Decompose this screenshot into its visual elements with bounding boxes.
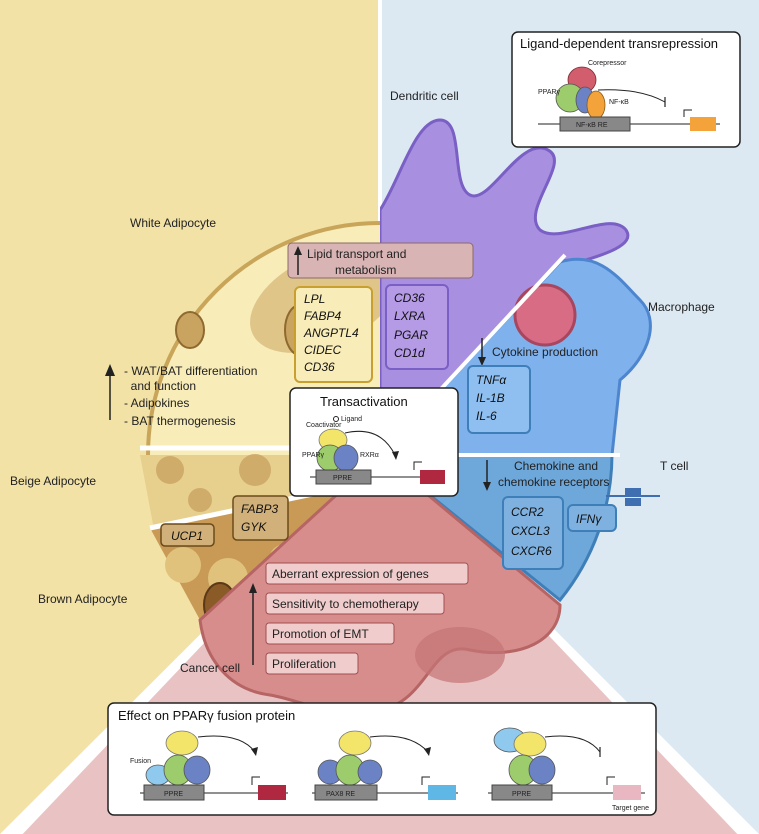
- cancer-effect: Aberrant expression of genes: [272, 567, 429, 581]
- rxr-label: RXRα: [360, 452, 379, 459]
- ligand-label: Ligand: [341, 416, 362, 423]
- gene: CXCL3: [511, 524, 550, 538]
- chemokine-receptors: Chemokine and chemokine receptors CCR2 C…: [483, 459, 617, 570]
- nfkb-re-label: NF-κB RE: [576, 122, 608, 129]
- gene: UCP1: [171, 529, 203, 543]
- gene: CD36: [304, 360, 335, 374]
- lipid-transport-box: Lipid transport and metabolism: [287, 242, 474, 279]
- macrophage-label: Macrophage: [648, 300, 715, 314]
- brown-genes: FABP3 GYK: [232, 495, 289, 541]
- gene: PGAR: [394, 328, 428, 342]
- gene: CIDEC: [304, 343, 342, 357]
- gene: FABP4: [304, 309, 341, 323]
- gene: IL-1B: [476, 391, 505, 405]
- cancer-effect: Proliferation: [272, 657, 336, 671]
- corepressor-label: Corepressor: [588, 60, 627, 67]
- gene: CD36: [394, 291, 425, 305]
- cytokine-production: Cytokine production TNFα IL-1B IL-6: [467, 338, 598, 434]
- transactivation-title: Transactivation: [320, 394, 408, 409]
- brown-adipocyte-label: Brown Adipocyte: [38, 592, 128, 606]
- chemokine-title-line: chemokine receptors: [498, 475, 609, 489]
- mitochondrion: [175, 311, 205, 349]
- gene: ANGPTL4: [303, 326, 359, 340]
- cancer-cell-label: Cancer cell: [180, 661, 240, 675]
- ppar-label: PPARγ: [538, 89, 561, 96]
- effect-line: and function: [124, 379, 196, 393]
- transactivation-panel: Transactivation Coactivator Ligand PPARγ…: [289, 387, 459, 497]
- cytokine-title: Cytokine production: [492, 345, 598, 359]
- nfkb-label: NF-κB: [609, 99, 629, 106]
- ppre-label: PPRE: [333, 475, 352, 482]
- gene: GYK: [241, 520, 267, 534]
- gene: CCR2: [511, 505, 544, 519]
- gene: IL-6: [476, 409, 497, 423]
- gene: CXCR6: [511, 544, 552, 558]
- transrepression-panel: Ligand-dependent transrepression Corepre…: [511, 31, 741, 148]
- beige-adipocyte-label: Beige Adipocyte: [10, 474, 96, 488]
- effect-line: - BAT thermogenesis: [124, 414, 236, 428]
- lipid-title-line: Lipid transport and: [307, 247, 406, 261]
- coactivator-label: Coactivator: [306, 422, 342, 429]
- effect-line: - Adipokines: [124, 396, 189, 410]
- fusion-title: Effect on PPARγ fusion protein: [118, 708, 295, 723]
- effect-line: - WAT/BAT differentiation: [124, 364, 257, 378]
- adipocyte-lipid-genes: LPL FABP4 ANGPTL4 CIDEC CD36: [294, 286, 373, 383]
- white-adipocyte-label: White Adipocyte: [130, 216, 216, 230]
- dendritic-cell: [380, 118, 630, 458]
- gene: IFNγ: [576, 512, 602, 526]
- t-cell-label: T cell: [660, 459, 688, 473]
- cancer-effects: Aberrant expression of genes Sensitivity…: [249, 562, 469, 675]
- chemokine-title-line: Chemokine and: [514, 459, 598, 473]
- cancer-effect: Sensitivity to chemotherapy: [272, 597, 419, 611]
- beige-genes: UCP1: [160, 523, 215, 547]
- gene: TNFα: [476, 373, 507, 387]
- target-gene-label: Target gene: [612, 805, 649, 812]
- dendritic-lipid-genes: CD36 LXRA PGAR CD1d: [385, 284, 449, 370]
- element-label: PPRE: [512, 791, 531, 798]
- lipid-title-line: metabolism: [335, 263, 396, 277]
- gene: LPL: [304, 292, 325, 306]
- gene: CD1d: [394, 346, 425, 360]
- element-label: PAX8 RE: [326, 791, 355, 798]
- dendritic-cell-label: Dendritic cell: [390, 89, 459, 103]
- fusion-protein-panel: Effect on PPARγ fusion protein Fusion PP…: [107, 702, 657, 816]
- fusion-label: Fusion: [130, 758, 151, 765]
- element-label: PPRE: [164, 791, 183, 798]
- adipocyte-effects: - WAT/BAT differentiation and function -…: [105, 364, 257, 428]
- transrepression-title: Ligand-dependent transrepression: [520, 36, 718, 51]
- cancer-effect: Promotion of EMT: [272, 627, 369, 641]
- gene: FABP3: [241, 502, 278, 516]
- gene: LXRA: [394, 309, 425, 323]
- ppar-label: PPARγ: [302, 452, 325, 459]
